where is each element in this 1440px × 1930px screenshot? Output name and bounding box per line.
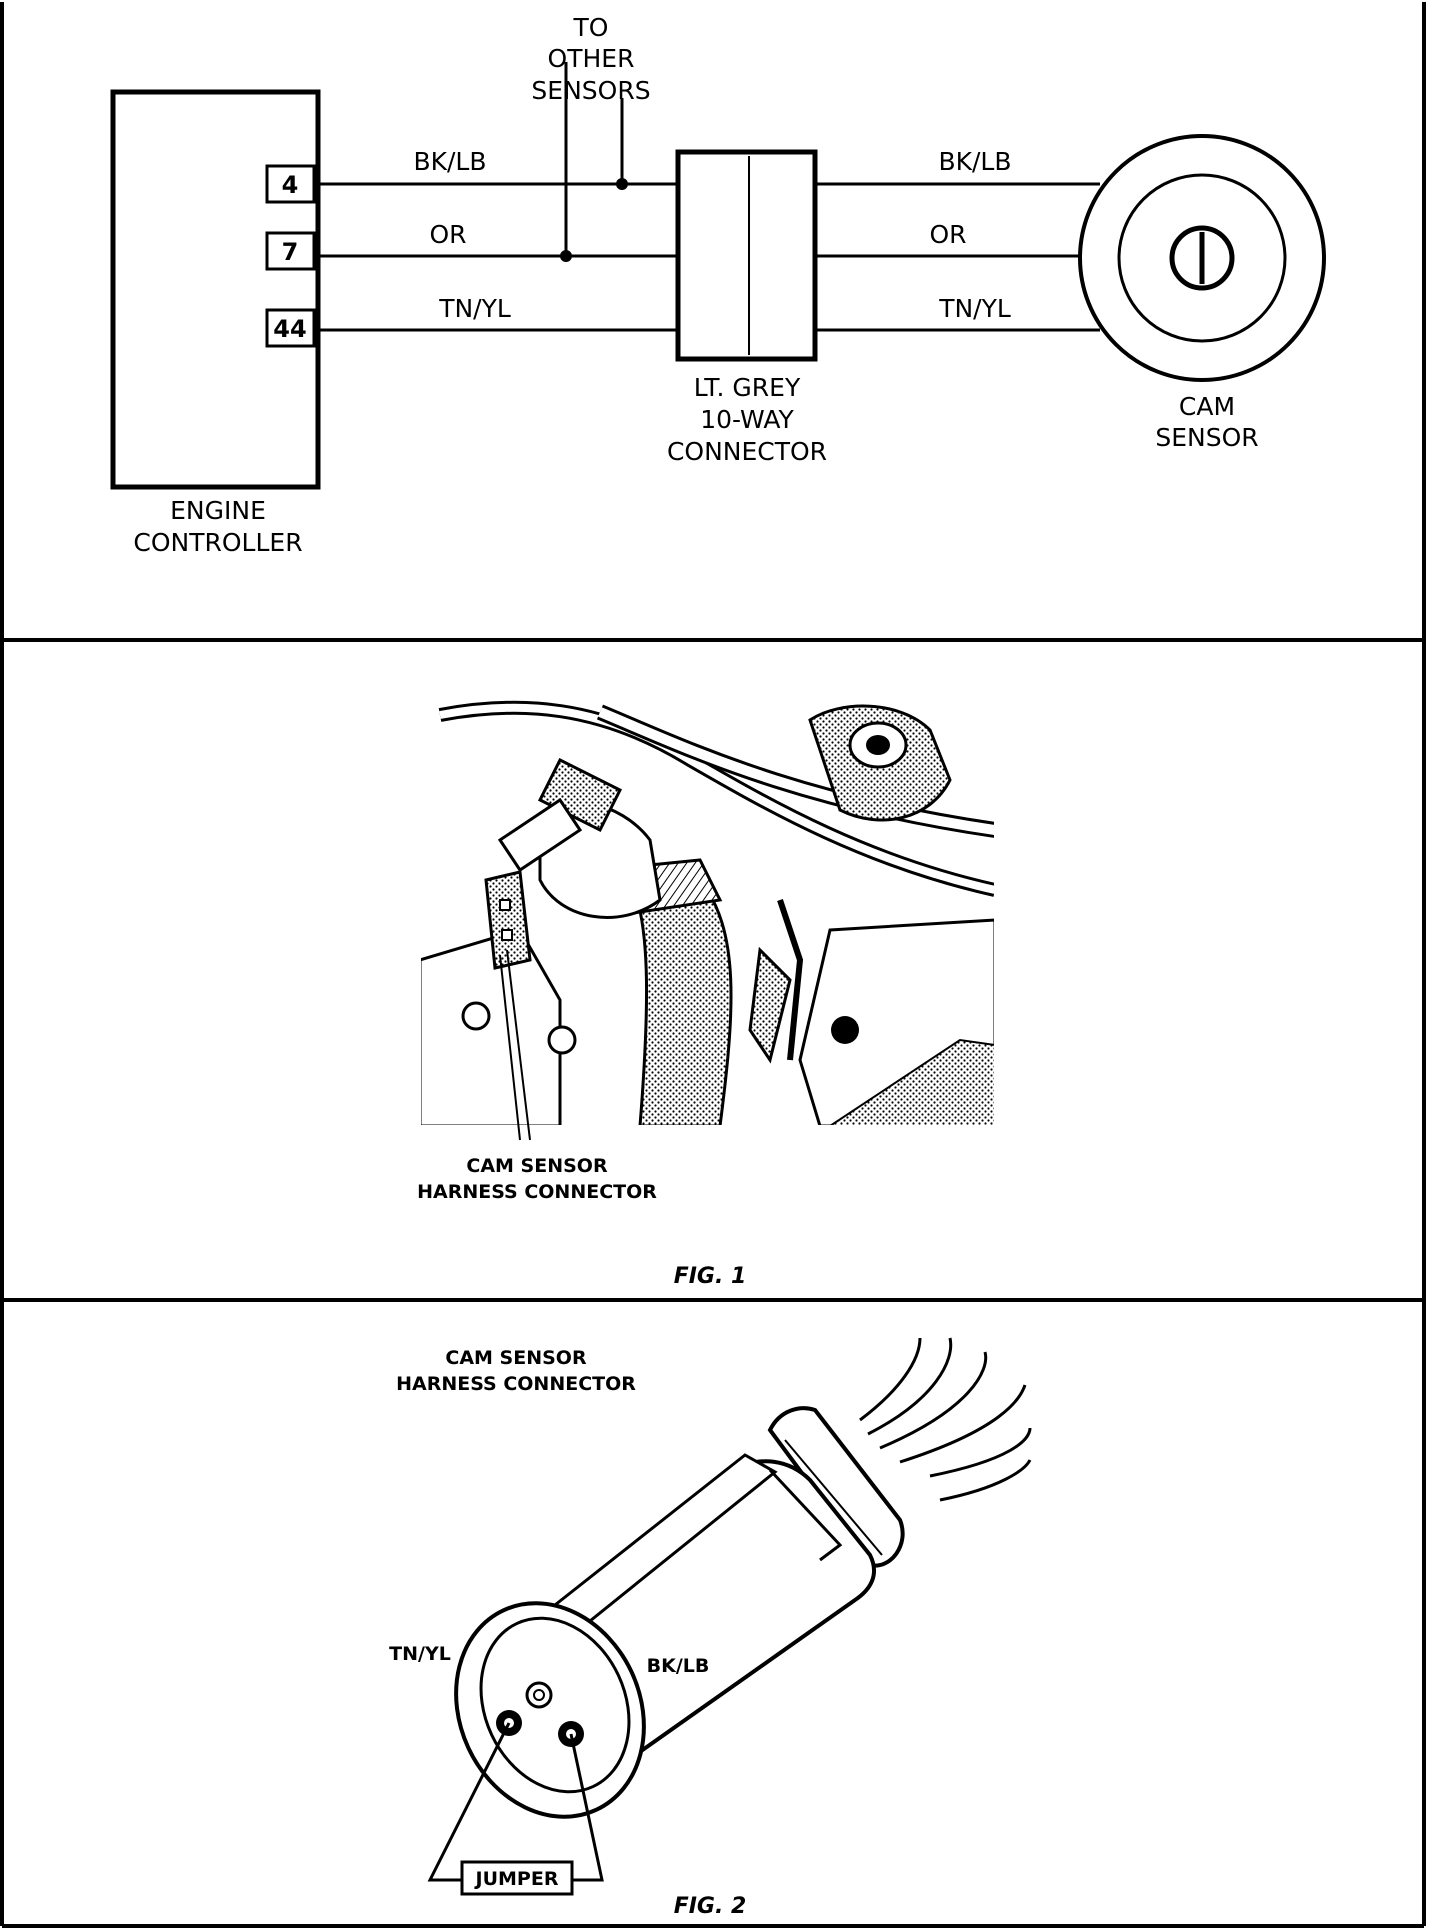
- wire-label-or-right: OR: [929, 220, 966, 249]
- jumper-label: JUMPER: [474, 1868, 559, 1890]
- connector-label-line-1: LT. GREY: [694, 373, 801, 402]
- other-sensors-line-1: TO: [573, 13, 609, 42]
- splice-dot-or: [560, 250, 572, 262]
- jumper-leaders: [427, 1722, 604, 1882]
- splice-dot-bk-lb: [616, 178, 628, 190]
- wire-label-tn-yl-left: TN/YL: [438, 294, 511, 323]
- right-wires: [815, 182, 1100, 332]
- wire-label-or-left: OR: [429, 220, 466, 249]
- pin-box-7: [265, 231, 316, 271]
- pin-box-4: [265, 164, 316, 204]
- cam-sensor-label-line-1: CAM: [1179, 392, 1235, 421]
- connector-label-line-2: 10-WAY: [700, 405, 794, 434]
- other-sensors-line-2: OTHER: [548, 44, 635, 73]
- engine-illustration: [420, 690, 995, 1126]
- schematic-panel: 4 7 44 BK/LB OR TN/YL TO OTHER SENSORS L…: [110, 13, 1326, 557]
- wire-label-bk-lb-left: BK/LB: [413, 147, 486, 176]
- fig2-caption: FIG. 2: [674, 1894, 747, 1919]
- ten-way-connector: [675, 149, 818, 362]
- engine-controller-box: [110, 89, 321, 490]
- fig1-callout-line-2: HARNESS CONNECTOR: [417, 1181, 657, 1203]
- fig1-caption: FIG. 1: [674, 1264, 747, 1289]
- fig2-title-line-2: HARNESS CONNECTOR: [396, 1373, 636, 1395]
- controller-label-line-2: CONTROLLER: [133, 528, 302, 557]
- fig2-label-tn-yl: TN/YL: [389, 1643, 451, 1665]
- cam-sensor-label-line-2: SENSOR: [1155, 423, 1258, 452]
- wire-label-tn-yl-right: TN/YL: [938, 294, 1011, 323]
- fig1-callout-line-1: CAM SENSOR: [466, 1155, 608, 1177]
- pin-label-4: 4: [282, 171, 299, 199]
- pin-label-44: 44: [273, 315, 306, 343]
- other-sensors-line-3: SENSORS: [531, 76, 650, 105]
- jumper-box: [460, 1860, 574, 1896]
- connector-label-line-3: CONNECTOR: [667, 437, 827, 466]
- fig2-label-bk-lb: BK/LB: [647, 1655, 710, 1677]
- wire-label-bk-lb-right: BK/LB: [938, 147, 1011, 176]
- harness-connector-illustration: [454, 1337, 1032, 1819]
- fig1-callout-leader: [506, 949, 531, 1141]
- pin-label-7: 7: [282, 238, 299, 266]
- illustration-bounds: [419, 689, 996, 1127]
- cam-sensor-symbol: [1078, 134, 1326, 382]
- controller-label-line-1: ENGINE: [170, 496, 266, 525]
- pin-box-44: [265, 308, 316, 348]
- fig2-title-line-1: CAM SENSOR: [445, 1347, 587, 1369]
